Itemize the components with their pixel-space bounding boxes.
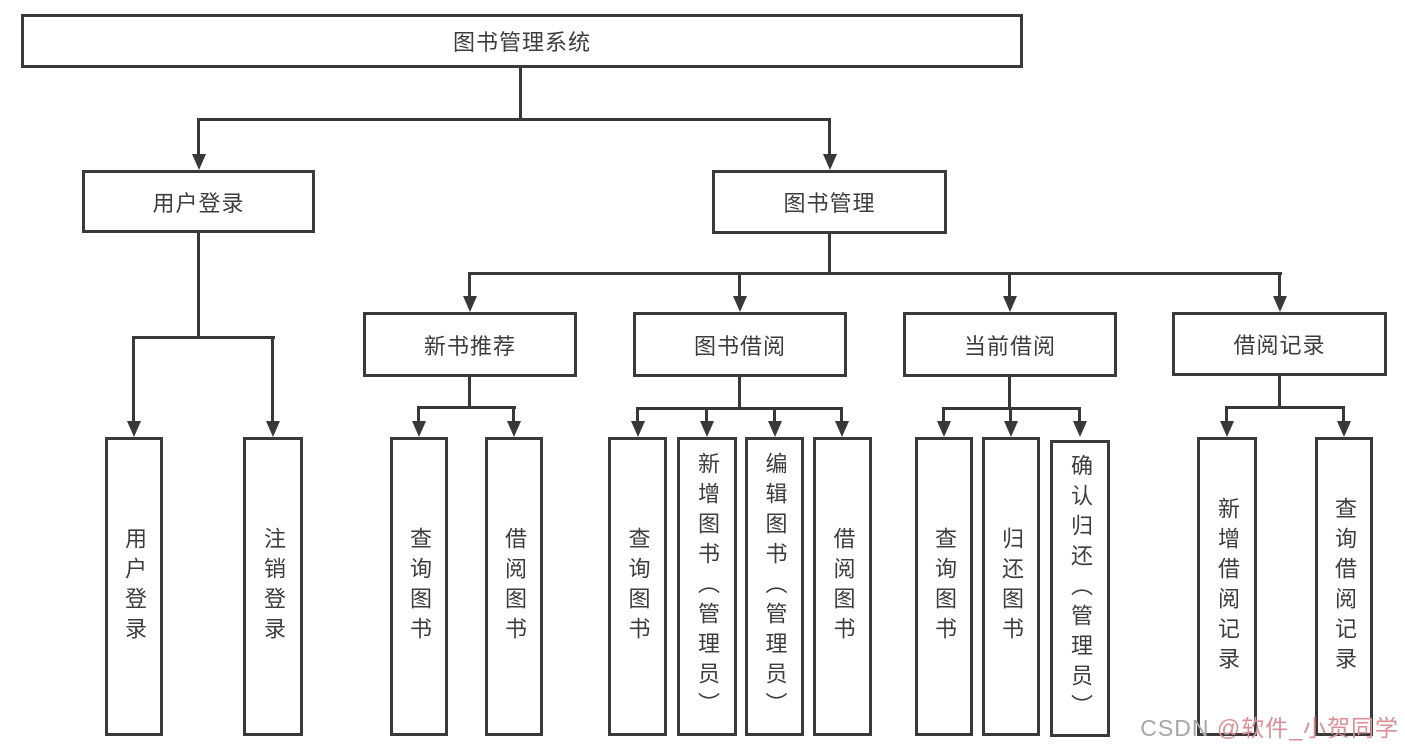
connector-line: [1225, 406, 1345, 409]
leaf-borrow-books-1: 借阅图书: [485, 437, 543, 736]
connector-line: [132, 336, 275, 339]
connector-line: [738, 377, 741, 407]
connector-line: [1008, 272, 1011, 300]
connector-line: [197, 118, 200, 158]
connector-line: [468, 272, 1282, 275]
node-new-book-recommend: 新书推荐: [363, 312, 577, 377]
arrowhead-icon: [1337, 421, 1351, 437]
node-borrow-records: 借阅记录: [1172, 312, 1387, 376]
leaf-add-book-admin: 新增图书（管理员）: [677, 437, 737, 736]
leaf-return-books: 归还图书: [982, 437, 1040, 736]
connector-line: [1225, 406, 1228, 424]
arrowhead-icon: [700, 421, 714, 437]
connector-line: [1342, 406, 1345, 424]
connector-line: [468, 377, 471, 406]
connector-line: [636, 407, 843, 410]
connector-line: [271, 336, 274, 424]
arrowhead-icon: [507, 421, 521, 437]
leaf-borrow-books-2: 借阅图书: [813, 437, 872, 736]
connector-line: [828, 118, 831, 158]
leaf-confirm-return-admin: 确认归还（管理员）: [1050, 440, 1110, 737]
connector-line: [197, 118, 831, 121]
connector-line: [519, 68, 522, 118]
connector-line: [1078, 407, 1081, 424]
arrowhead-icon: [463, 296, 477, 312]
connector-line: [773, 407, 776, 424]
connector-line: [132, 336, 135, 424]
watermark-site-label: CSDN: [1140, 715, 1217, 741]
connector-line: [1009, 407, 1012, 424]
connector-line: [1278, 375, 1281, 406]
connector-line: [1278, 272, 1281, 300]
connector-line: [512, 406, 515, 424]
connector-line: [1008, 377, 1011, 407]
arrowhead-icon: [937, 421, 951, 437]
watermark: CSDN @软件_小贺同学: [1140, 709, 1399, 743]
connector-line: [417, 406, 516, 409]
leaf-query-books-1: 查询图书: [390, 437, 448, 736]
arrowhead-icon: [1273, 296, 1287, 312]
connector-line: [417, 406, 420, 424]
node-current-borrow: 当前借阅: [903, 312, 1117, 377]
arrowhead-icon: [412, 421, 426, 437]
arrowhead-icon: [823, 154, 837, 170]
arrowhead-icon: [768, 421, 782, 437]
connector-line: [705, 407, 708, 424]
watermark-author-handle: @软件_小贺同学: [1216, 715, 1399, 741]
leaf-query-borrow-record: 查询借阅记录: [1315, 437, 1373, 736]
node-book-borrow: 图书借阅: [633, 312, 847, 377]
connector-line: [738, 272, 741, 300]
arrowhead-icon: [266, 421, 280, 437]
connector-line: [636, 407, 639, 424]
leaf-query-books-2: 查询图书: [608, 437, 667, 736]
arrowhead-icon: [127, 421, 141, 437]
leaf-logout: 注销登录: [243, 437, 303, 736]
node-root: 图书管理系统: [21, 14, 1023, 68]
arrowhead-icon: [192, 154, 206, 170]
leaf-edit-book-admin: 编辑图书（管理员）: [745, 437, 804, 736]
arrowhead-icon: [631, 421, 645, 437]
connector-line: [468, 272, 471, 300]
leaf-user-login: 用户登录: [105, 437, 163, 736]
arrowhead-icon: [1073, 421, 1087, 437]
connector-line: [197, 233, 200, 336]
node-book-management-branch: 图书管理: [712, 170, 947, 234]
connector-line: [828, 234, 831, 272]
arrowhead-icon: [835, 421, 849, 437]
connector-line: [942, 407, 945, 424]
arrowhead-icon: [1003, 296, 1017, 312]
arrowhead-icon: [733, 296, 747, 312]
node-user-login-branch: 用户登录: [82, 170, 315, 233]
leaf-add-borrow-record: 新增借阅记录: [1197, 437, 1257, 736]
connector-line: [840, 407, 843, 424]
arrowhead-icon: [1220, 421, 1234, 437]
arrowhead-icon: [1004, 421, 1018, 437]
leaf-query-books-3: 查询图书: [915, 437, 973, 736]
